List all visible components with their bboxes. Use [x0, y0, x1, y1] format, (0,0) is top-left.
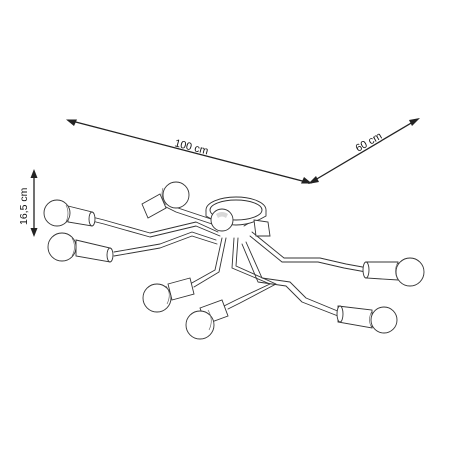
bulb-upper-center: [141, 181, 190, 219]
depth-arrow-start: [308, 176, 319, 184]
width-dimension: 100 cm: [66, 119, 312, 184]
width-label: 100 cm: [173, 137, 210, 157]
bulb-top-left: [43, 199, 96, 227]
width-dimension-line: [67, 119, 311, 184]
height-arrow-bottom: [30, 228, 38, 237]
height-dimension: 16,5 cm: [18, 169, 38, 237]
height-arrow-top: [30, 169, 38, 178]
depth-dimension: 60 cm: [308, 118, 420, 184]
bulb-lower-center: [185, 299, 229, 340]
bulb-lower-left-center: [142, 277, 195, 313]
height-label: 16,5 cm: [18, 187, 30, 225]
depth-dimension-line: [309, 118, 419, 184]
depth-label: 60 cm: [354, 130, 385, 155]
depth-arrow-end: [409, 118, 420, 126]
bulb-left-lower: [47, 232, 114, 263]
width-arrow-start: [66, 119, 77, 126]
bulb-rear-center: [210, 208, 271, 237]
bulb-right-upper: [362, 257, 425, 287]
bulb-holders: [43, 181, 425, 340]
bulb-right-lower: [336, 305, 398, 334]
width-arrow-end: [301, 177, 312, 184]
